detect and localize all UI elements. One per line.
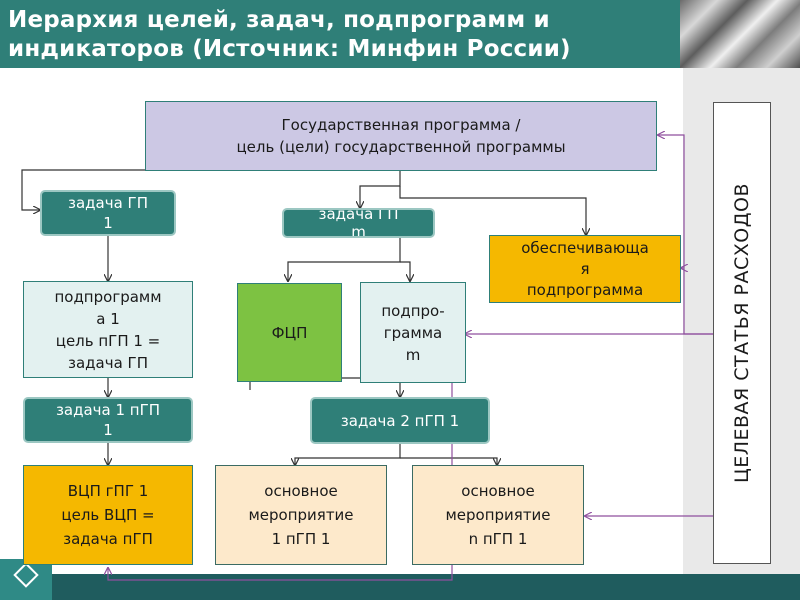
state-program-line1: Государственная программа / bbox=[281, 116, 521, 134]
sub1-line3: цель пГП 1 = bbox=[55, 331, 161, 350]
subprogram1-box: подпрограмм а 1 цель пГП 1 = задача ГП bbox=[23, 281, 193, 378]
target-article-label: ЦЕЛЕВАЯ СТАТЬЯ РАСХОДОВ bbox=[731, 182, 753, 484]
connector-state-to-task1 bbox=[21, 169, 145, 210]
event1-line2: мероприятие bbox=[248, 506, 354, 524]
main-event1-box: основное мероприятие 1 пГП 1 bbox=[215, 465, 387, 565]
task1-pgp1-box: задача 1 пГП 1 bbox=[23, 397, 193, 443]
vcp-box: ВЦП гПГ 1 цель ВЦП = задача пГП bbox=[23, 465, 193, 565]
decorative-metal-image bbox=[680, 0, 800, 68]
subm-line1: подпро- bbox=[381, 301, 445, 320]
subprogram-m-box: подпро- грамма m bbox=[360, 282, 466, 383]
state-program-line2: цель (цели) государственной программы bbox=[236, 138, 566, 156]
event1-line1: основное bbox=[264, 482, 338, 500]
state-program-box: Государственная программа / цель (цели) … bbox=[145, 101, 657, 171]
sub1-line2: а 1 bbox=[96, 309, 120, 328]
connector-taskm-down bbox=[288, 238, 401, 281]
task-gp1-line2: 1 bbox=[103, 214, 113, 232]
task-gpm-line2: m bbox=[351, 223, 366, 238]
task2-pgp1-box: задача 2 пГП 1 bbox=[310, 397, 490, 444]
target-article-box bbox=[713, 102, 771, 564]
task-gpm-box: задача ГП m bbox=[282, 208, 435, 238]
task-gp1-line1: задача ГП bbox=[68, 194, 148, 212]
footer-bar bbox=[0, 574, 800, 600]
vcp-line3: задача пГП bbox=[63, 530, 153, 548]
eventn-line3: n пГП 1 bbox=[468, 530, 528, 548]
task-gpm-line1: задача ГП bbox=[318, 208, 399, 223]
slide-title: Иерархия целей, задач, подпрограмм и инд… bbox=[8, 7, 571, 62]
subm-line3: m bbox=[405, 345, 421, 364]
connector-taskm-to-subm bbox=[400, 261, 410, 281]
task-gp1-box: задача ГП 1 bbox=[40, 190, 176, 236]
eventn-line1: основное bbox=[461, 482, 535, 500]
header-bar: Иерархия целей, задач, подпрограмм и инд… bbox=[0, 0, 800, 68]
support-line1: обеспечивающа bbox=[521, 238, 649, 257]
connector-task2-to-event-n bbox=[400, 457, 497, 465]
sub1-line1: подпрограмм bbox=[54, 287, 162, 306]
support-line3: подпрограмма bbox=[526, 280, 644, 299]
subm-line2: грамма bbox=[383, 323, 443, 342]
task2-label: задача 2 пГП 1 bbox=[340, 411, 460, 430]
connector-task2-to-events bbox=[295, 444, 401, 465]
eventn-line2: мероприятие bbox=[445, 506, 551, 524]
support-line2: я bbox=[580, 259, 590, 278]
connector-state-trunk bbox=[360, 170, 401, 208]
main-event-n-box: основное мероприятие n пГП 1 bbox=[412, 465, 584, 565]
connector-state-to-support bbox=[399, 186, 586, 235]
task1-line1: задача 1 пГП bbox=[55, 401, 161, 419]
event1-line3: 1 пГП 1 bbox=[271, 530, 331, 548]
support-subprogram-box: обеспечивающа я подпрограмма bbox=[489, 235, 681, 303]
fcp-box: ФЦП bbox=[237, 283, 342, 382]
sub1-line4: задача ГП bbox=[68, 353, 148, 372]
task1-line2: 1 bbox=[103, 421, 113, 439]
vcp-line2: цель ВЦП = bbox=[61, 506, 155, 524]
purple-connector-to-vcp bbox=[108, 334, 453, 581]
fcp-label: ФЦП bbox=[271, 323, 308, 342]
vcp-line1: ВЦП гПГ 1 bbox=[67, 482, 149, 500]
